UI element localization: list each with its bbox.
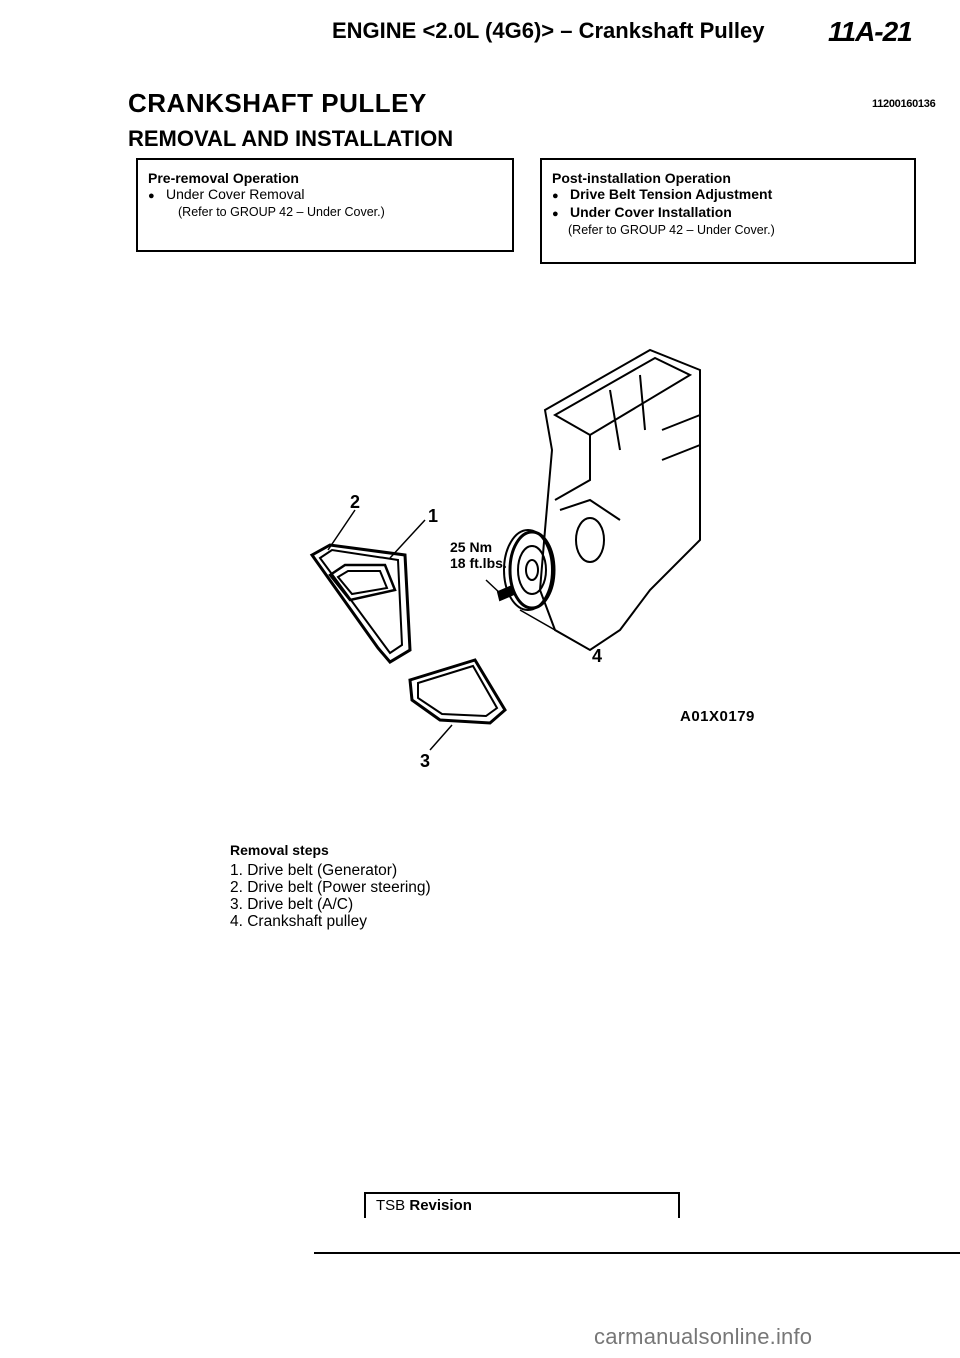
post-installation-note: (Refer to GROUP 42 – Under Cover.)	[568, 223, 775, 237]
callout-1: 1	[428, 506, 438, 526]
pre-removal-item-text: Under Cover Removal	[166, 186, 305, 202]
callout-2: 2	[350, 492, 360, 512]
revision-label: Revision	[409, 1197, 472, 1214]
removal-steps-heading: Removal steps	[230, 842, 329, 858]
bullet-icon: ●	[148, 190, 155, 202]
removal-step: 1. Drive belt (Generator)	[230, 862, 398, 879]
torque-ftlbs-label: 18 ft.lbs.	[450, 555, 507, 571]
torque-nm-label: 25 Nm	[450, 539, 492, 555]
post-installation-box: Post-installation Operation ● Drive Belt …	[540, 158, 916, 264]
footer-rule	[314, 1252, 960, 1254]
page-header-title: ENGINE <2.0L (4G6)> – Crankshaft Pulley	[332, 18, 765, 43]
post-installation-item-text: Under Cover Installation	[570, 204, 732, 220]
pre-removal-box: Pre-removal Operation ● Under Cover Remov…	[136, 158, 514, 252]
removal-step: 3. Drive belt (A/C)	[230, 896, 354, 913]
pre-removal-note: (Refer to GROUP 42 – Under Cover.)	[178, 205, 385, 219]
pre-removal-heading: Pre-removal Operation	[148, 170, 299, 186]
callout-4: 4	[592, 646, 602, 666]
bullet-icon: ●	[552, 190, 559, 202]
bullet-icon: ●	[552, 208, 559, 220]
post-installation-heading: Post-installation Operation	[552, 170, 731, 186]
post-installation-item-text: Drive Belt Tension Adjustment	[570, 186, 773, 202]
document-code: 11200160136	[872, 98, 936, 110]
tsb-revision-box: TSB Revision	[364, 1192, 680, 1218]
figure-code: A01X0179	[680, 708, 755, 725]
tsb-label: TSB	[376, 1197, 406, 1214]
removal-step: 4. Crankshaft pulley	[230, 913, 367, 930]
post-installation-item: ● Drive Belt Tension Adjustment	[552, 186, 914, 204]
pre-removal-item: ● Under Cover Removal	[148, 186, 512, 204]
watermark: carmanualsonline.info	[594, 1324, 813, 1349]
subsection-title: REMOVAL AND INSTALLATION	[128, 126, 454, 151]
callout-3: 3	[420, 751, 430, 770]
section-title: CRANKSHAFT PULLEY	[128, 88, 427, 118]
removal-step: 2. Drive belt (Power steering)	[230, 879, 431, 896]
removal-steps-list: 1. Drive belt (Generator) 2. Drive belt …	[230, 862, 431, 930]
crankshaft-pulley-diagram: 2 1 3 4 25 Nm 18 ft.lbs.	[309, 348, 701, 770]
section-code: 11A-21	[828, 16, 913, 47]
post-installation-item: ● Under Cover Installation	[552, 204, 914, 222]
